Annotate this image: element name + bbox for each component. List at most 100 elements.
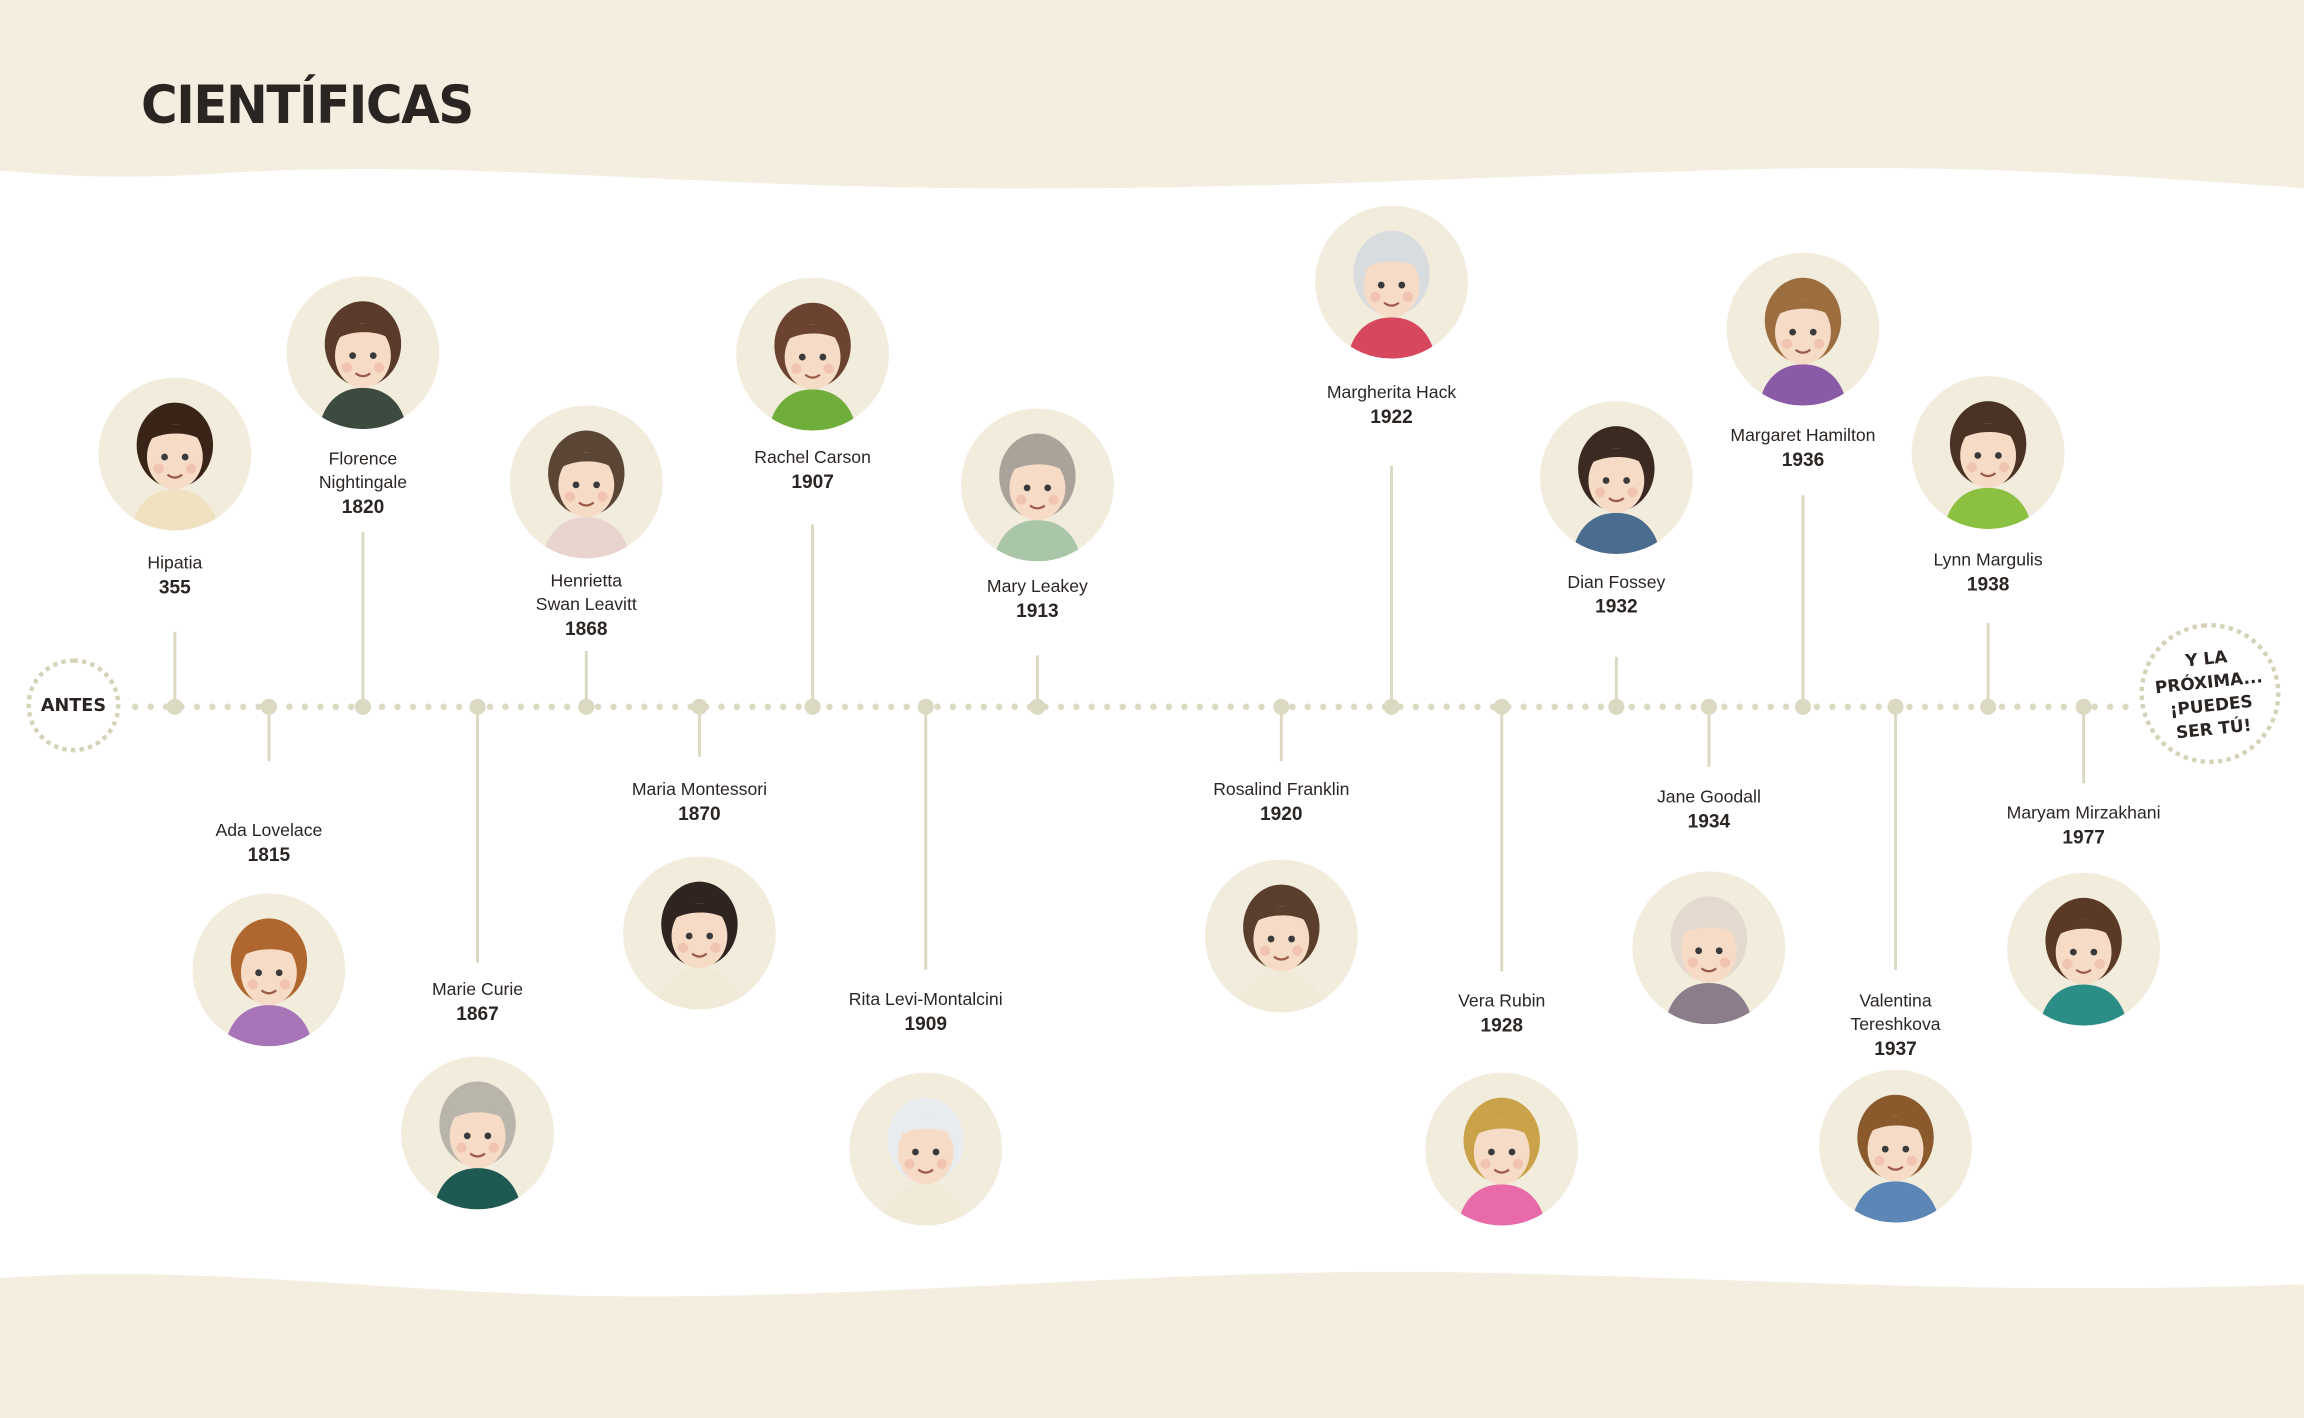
- timeline-dot: [2060, 703, 2068, 711]
- timeline-dot: [841, 703, 849, 711]
- scientist-portrait: [736, 277, 889, 431]
- timeline-dot: [749, 703, 756, 711]
- timeline-dot: [934, 703, 941, 711]
- timeline-dot: [1643, 703, 1651, 711]
- timeline-dot: [502, 703, 509, 711]
- timeline-dot: [641, 703, 648, 711]
- timeline-dot: [1736, 703, 1744, 711]
- timeline-dot: [594, 703, 602, 711]
- scientist-year: 1938: [1966, 573, 2010, 596]
- start-label: ANTES: [40, 695, 107, 716]
- timeline-dot: [1088, 703, 1095, 711]
- timeline-dot: [1350, 703, 1358, 711]
- portrait-illustration: [1457, 1097, 1546, 1226]
- scientist-name: Tereshkova: [1850, 1013, 1941, 1035]
- timeline-node: [1383, 698, 1400, 715]
- scientist-year: 1932: [1595, 595, 1638, 618]
- timeline-dot: [903, 703, 910, 711]
- timeline-dot: [1073, 703, 1080, 711]
- portrait-illustration: [1237, 884, 1326, 1013]
- scientist-portrait: [98, 377, 252, 531]
- timeline-dot: [1767, 703, 1774, 711]
- scientist-label: Ada Lovelace 1815: [215, 818, 322, 868]
- connector-line: [267, 706, 271, 762]
- timeline-dot: [1782, 703, 1790, 711]
- timeline-dot: [533, 703, 540, 711]
- timeline-node: [1794, 698, 1812, 715]
- timeline-node: [578, 698, 595, 715]
- portrait-illustration: [224, 918, 313, 1047]
- timeline-dot: [733, 703, 741, 711]
- scientist-label: Hipatia 355: [147, 551, 202, 601]
- connector-line: [1500, 706, 1504, 972]
- timeline-dot: [1165, 703, 1173, 711]
- timeline-dot: [857, 703, 864, 711]
- scientist-label: Marie Curie 1867: [432, 977, 523, 1027]
- scientist-portrait: [1204, 859, 1358, 1013]
- timeline-dot: [872, 703, 879, 711]
- timeline-node: [804, 698, 821, 715]
- timeline-node: [1029, 698, 1046, 715]
- scientist-name: Lynn Margulis: [1933, 549, 2043, 571]
- timeline-dot: [332, 703, 339, 711]
- scientist-year: 1867: [456, 1002, 499, 1025]
- timeline-dot: [1181, 703, 1188, 711]
- scientist-label: Jane Goodall 1934: [1657, 785, 1761, 835]
- timeline-dot: [965, 703, 972, 711]
- timeline-dot: [239, 703, 247, 711]
- scientist-name: Maryam Mirzakhani: [2006, 802, 2161, 823]
- scientist-label: Rachel Carson 1907: [754, 445, 871, 495]
- timeline-node: [1980, 698, 1997, 715]
- scientist-name: Vera Rubin: [1458, 990, 1546, 1011]
- connector-line: [1614, 656, 1618, 707]
- scientist-name: Hipatia: [147, 552, 203, 574]
- timeline-dot: [255, 703, 262, 711]
- timeline-dot: [718, 703, 725, 711]
- scientist-name: Rita Levi-Montalcini: [848, 988, 1003, 1010]
- scientist-name: Rachel Carson: [754, 446, 871, 468]
- scientist-portrait: [960, 408, 1114, 562]
- timeline-dot: [795, 703, 802, 711]
- scientist-year: 355: [158, 576, 191, 599]
- scientist-label: Rosalind Franklin 1920: [1213, 777, 1349, 827]
- timeline-dot: [1119, 703, 1126, 711]
- timeline-dot: [147, 703, 154, 711]
- timeline-node: [166, 698, 183, 715]
- scientist-portrait: [1911, 376, 2065, 529]
- timeline-dot: [1813, 703, 1821, 711]
- portrait-illustration: [318, 301, 408, 430]
- scientist-portrait: [849, 1072, 1003, 1226]
- scientist-portrait: [192, 893, 346, 1047]
- timeline-dot: [1335, 703, 1342, 711]
- timeline-dot: [625, 703, 633, 711]
- timeline-node: [469, 698, 486, 715]
- portrait-illustration: [433, 1081, 522, 1210]
- portrait-illustration: [1758, 277, 1848, 406]
- timeline-dot: [2091, 703, 2098, 711]
- timeline-dot: [980, 703, 987, 711]
- portrait-illustration: [881, 1097, 970, 1226]
- timeline-dot: [486, 703, 494, 711]
- timeline-dot: [224, 703, 231, 711]
- timeline-node: [1273, 698, 1290, 715]
- scientist-year: 1868: [565, 617, 608, 640]
- timeline-dot: [1319, 703, 1327, 711]
- scientist-name: Margherita Hack: [1326, 382, 1457, 403]
- timeline-dot: [1520, 703, 1528, 711]
- portrait-illustration: [993, 433, 1082, 562]
- portrait-illustration: [1944, 401, 2033, 529]
- timeline-dot: [1875, 703, 1882, 711]
- scientist-label: Maria Montessori 1870: [632, 777, 767, 827]
- scientist-portrait: [1632, 871, 1786, 1025]
- timeline-dot: [1674, 703, 1682, 711]
- connector-line: [1035, 655, 1039, 707]
- connector-line: [476, 706, 480, 963]
- timeline-dot: [2045, 703, 2052, 711]
- start-marker: ANTES: [26, 658, 121, 753]
- connector-line: [811, 524, 815, 707]
- timeline-node: [1700, 698, 1717, 715]
- timeline-dot: [656, 703, 663, 711]
